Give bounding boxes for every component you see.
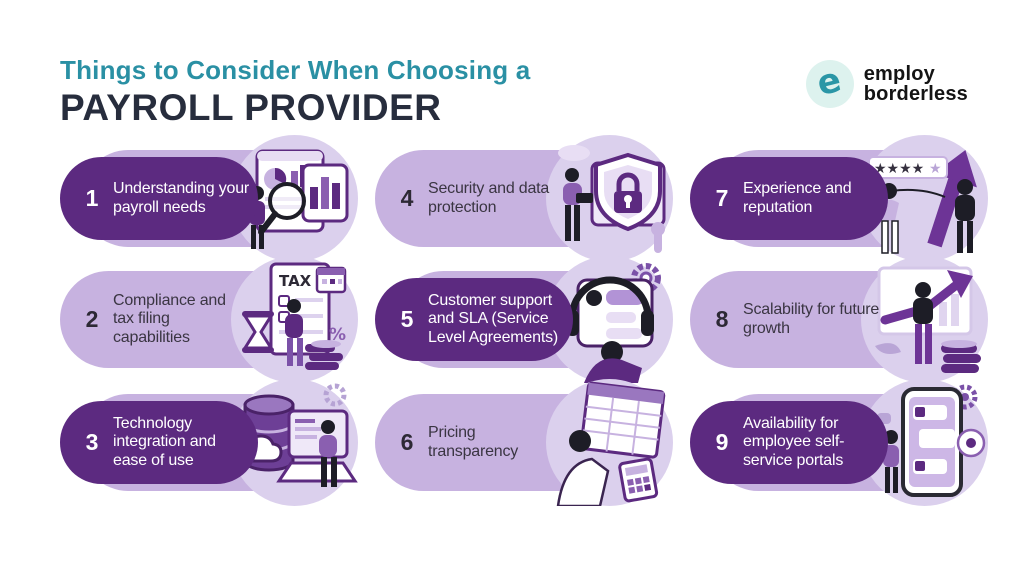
item-2-illustration: TAX % xyxy=(231,256,358,383)
headset-support-chat-icon xyxy=(566,263,661,383)
item-5-illustration xyxy=(546,256,673,383)
employ-borderless-logo: e employ borderless xyxy=(805,60,968,108)
item-5-pill: 5 Customer support and SLA (Service Leve… xyxy=(375,278,573,361)
item-6-illustration xyxy=(546,379,673,506)
title-mainline: PAYROLL PROVIDER xyxy=(60,86,442,128)
item-2-number: 2 xyxy=(85,306,99,332)
title-subline: Things to Consider When Choosing a xyxy=(60,55,531,85)
item-7-label: Experience and reputation xyxy=(743,180,852,216)
item-3-label: Technology integration and ease of use xyxy=(113,415,216,469)
item-1-number: 1 xyxy=(85,185,99,211)
item-1-illustration xyxy=(231,135,358,262)
item-8-label: Scalability for future growth xyxy=(743,301,880,337)
item-card-7: ★★★★ ★ 7 Experience and reputation xyxy=(690,135,988,262)
tax-document-icon: TAX % xyxy=(242,262,347,370)
item-3-pill: 3 Technology integration and ease of use xyxy=(60,401,258,484)
item-5-number: 5 xyxy=(400,306,414,332)
item-8-pill: 8 Scalability for future growth xyxy=(690,278,888,361)
spreadsheet-calculator-icon xyxy=(556,381,666,506)
item-9-label: Availability for employee self-service p… xyxy=(743,415,845,469)
item-4-pill: 4 Security and data protection xyxy=(375,157,573,240)
item-5-label: Customer support and SLA (Service Level … xyxy=(428,292,559,346)
logo-word-2: borderless xyxy=(863,83,968,105)
logo-e-icon: e xyxy=(805,60,854,108)
star-rating-growth-icon: ★★★★ ★ xyxy=(868,149,977,254)
logo-wordmark: employ borderless xyxy=(863,62,968,105)
item-9-pill: 9 Availability for employee self-service… xyxy=(690,401,888,484)
item-7-pill: 7 Experience and reputation xyxy=(690,157,888,240)
item-2-pill: 2 Compliance and tax filing capabilities xyxy=(60,278,258,361)
item-1-pill: 1 Understanding your payroll needs xyxy=(60,157,258,240)
magnifier-analytics-icon xyxy=(249,149,349,249)
item-6-pill: 6 Pricing transparency xyxy=(375,401,573,484)
cloud-database-laptop-icon xyxy=(238,383,358,487)
item-8-illustration xyxy=(861,256,988,383)
svg-text:%: % xyxy=(329,325,346,345)
mobile-self-service-icon xyxy=(877,384,986,497)
item-8-number: 8 xyxy=(715,306,729,332)
item-1-label: Understanding your payroll needs xyxy=(113,180,250,216)
item-card-2: TAX % xyxy=(60,256,358,383)
item-4-number: 4 xyxy=(400,185,414,211)
svg-text:TAX: TAX xyxy=(279,272,312,290)
svg-text:★★★★: ★★★★ xyxy=(874,161,924,177)
item-card-5: 5 Customer support and SLA (Service Leve… xyxy=(375,256,673,383)
item-card-3: 3 Technology integration and ease of use xyxy=(60,379,358,506)
item-9-number: 9 xyxy=(715,429,729,455)
item-6-number: 6 xyxy=(400,429,414,455)
item-7-number: 7 xyxy=(715,185,729,211)
svg-text:★: ★ xyxy=(929,161,942,177)
item-3-number: 3 xyxy=(85,429,99,455)
logo-word-1: employ xyxy=(863,62,935,85)
item-card-9: 9 Availability for employee self-service… xyxy=(690,379,988,506)
item-4-label: Security and data protection xyxy=(428,180,550,216)
item-card-4: 4 Security and data protection xyxy=(375,135,673,262)
page-title: Things to Consider When Choosing a PAYRO… xyxy=(60,55,531,129)
item-2-label: Compliance and tax filing capabilities xyxy=(113,292,226,346)
growth-chart-coins-icon xyxy=(875,266,981,373)
item-card-1: 1 Understanding your payroll needs xyxy=(60,135,358,262)
item-card-6: 6 Pricing transparency xyxy=(375,379,673,506)
item-6-label: Pricing transparency xyxy=(428,424,519,460)
item-7-illustration: ★★★★ ★ xyxy=(861,135,988,262)
shield-lock-icon xyxy=(558,145,666,253)
item-4-illustration xyxy=(546,135,673,262)
item-card-8: 8 Scalability for future growth xyxy=(690,256,988,383)
